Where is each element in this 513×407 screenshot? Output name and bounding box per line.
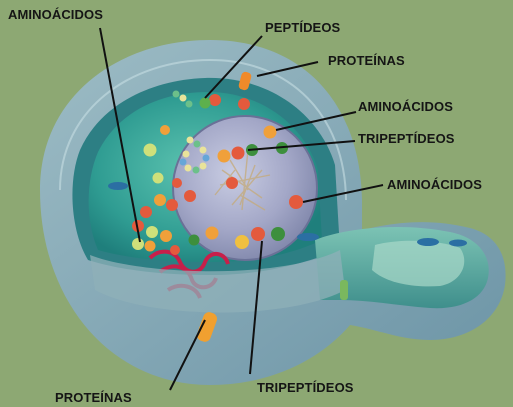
label-peptideos: PEPTÍDEOS: [265, 20, 340, 35]
label-aminoacidos-top-left: AMINOÁCIDOS: [8, 7, 103, 22]
label-tripeptideos-bottom: TRIPEPTÍDEOS: [257, 380, 354, 395]
label-proteinas-bottom: PROTEÍNAS: [55, 390, 132, 405]
label-tripeptideos-right: TRIPEPTÍDEOS: [358, 131, 455, 146]
label-aminoacidos-right-lower: AMINOÁCIDOS: [387, 177, 482, 192]
label-proteinas-top: PROTEÍNAS: [328, 53, 405, 68]
label-aminoacidos-right-upper: AMINOÁCIDOS: [358, 99, 453, 114]
